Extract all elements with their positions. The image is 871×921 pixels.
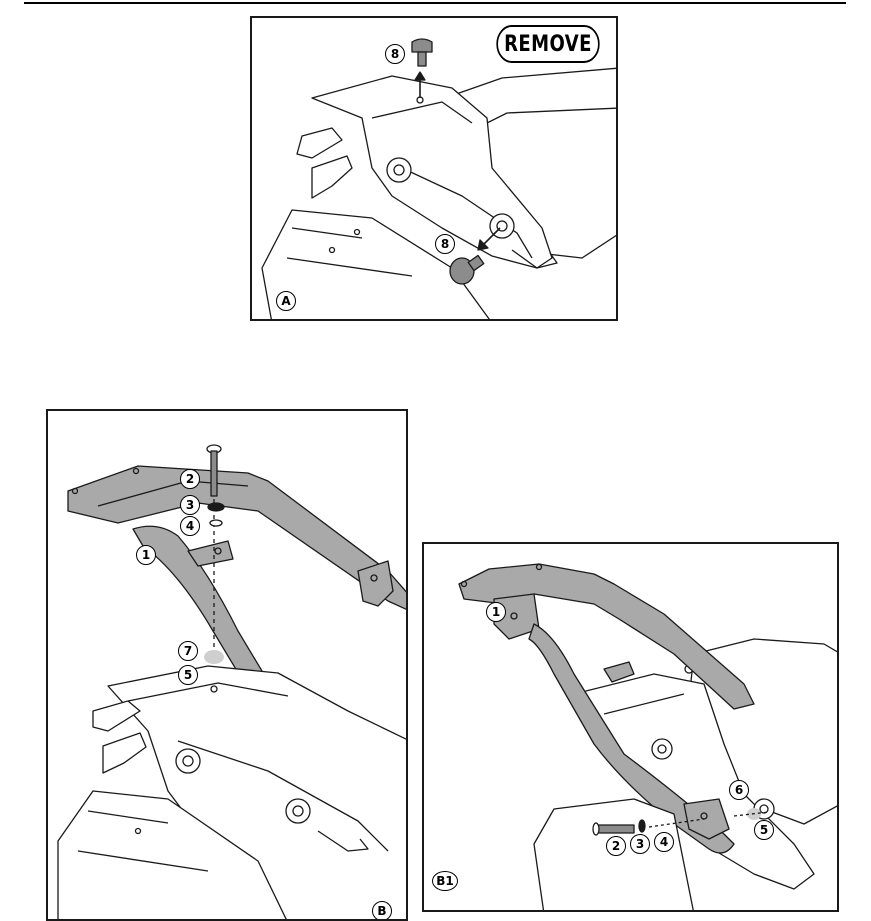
panel-label-b: B [372,901,392,919]
callout-5: 5 [754,820,774,840]
callout-7: 7 [178,641,198,661]
rack-drawing [57,444,406,919]
bolt-icon [449,254,485,285]
panel-label-a: A [276,291,296,311]
bolt-icon [592,822,635,836]
callout-6: 6 [729,780,749,800]
callout-1: 1 [486,602,506,622]
callout-2: 2 [180,469,200,489]
callout-4: 4 [180,516,200,536]
callout-8-top: 8 [385,44,405,64]
callout-8-side: 8 [435,234,455,254]
diagram-panel-a: REMOVE 8 8 A [250,16,618,321]
callout-2: 2 [606,836,626,856]
bolt-icon [206,444,222,497]
bolt-icon [411,38,433,67]
callout-3: 3 [180,495,200,515]
diagram-panel-b1: 1 6 5 2 3 4 B1 [422,542,839,912]
rack-drawing [458,563,837,910]
callout-3: 3 [630,834,650,854]
motorcycle-tail-drawing [261,38,616,319]
callout-1: 1 [136,545,156,565]
panel-label-b1: B1 [432,871,458,891]
washer-icon [207,502,225,527]
remove-badge: REMOVE [496,25,600,63]
callout-4: 4 [654,832,674,852]
washer-icon [638,819,646,833]
diagram-panel-b: 2 3 4 1 7 5 B [46,409,408,921]
callout-5: 5 [178,665,198,685]
top-rule [24,2,846,4]
